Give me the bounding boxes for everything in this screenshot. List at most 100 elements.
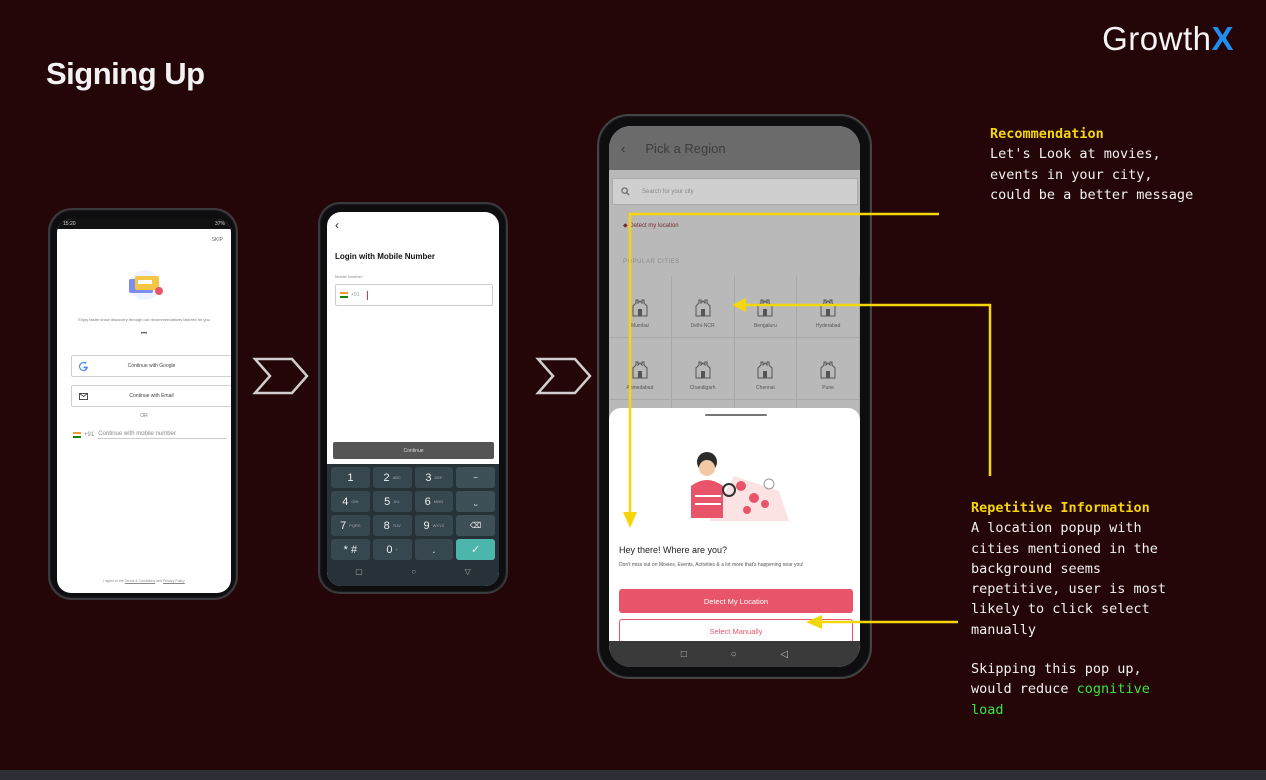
popular-cities-label: POPULAR CITIES [623,259,680,265]
key-main: . [432,543,436,556]
logo-text: Growth [1102,20,1212,57]
repetitive-info-note: Repetitive Information A location popup … [971,498,1166,640]
city-tile[interactable]: Delhi-NCR [671,276,735,338]
repetitive-body: A location popup with cities mentioned i… [971,520,1167,638]
city-name: Pune [822,385,834,391]
terms-text: I agree to the Terms & Conditions and Pr… [57,579,231,583]
tickets-illustration-icon [129,270,163,300]
key-main: 5 [384,495,391,508]
city-search-input[interactable]: Search for your city [612,178,858,205]
detect-my-location-button[interactable]: Detect My Location [619,589,853,613]
continue-email-button[interactable]: Continue with Email [71,385,231,407]
home-icon[interactable]: ○ [730,648,737,660]
keypad-key[interactable]: 0+ [372,539,412,560]
phone-screen: ‹ Login with Mobile Number Mobile Number… [327,212,499,586]
keypad-key[interactable]: ✓ [456,539,495,560]
phone-screen: 15:20 37% SKIP Enjoy faster show discove… [57,219,231,593]
city-landmark-icon [820,299,836,317]
text-cursor [367,290,369,300]
phone-screen: ‹ Pick a Region Search for your city ◆ D… [609,126,860,667]
city-landmark-icon [632,361,648,379]
mobile-number-field[interactable]: +91 Continue with mobile number [73,429,227,441]
mobile-number-input[interactable]: +91 [335,284,493,306]
keypad-key[interactable]: . [414,539,454,560]
continue-google-button[interactable]: Continue with Google [71,355,231,377]
phone-login-mobile: ‹ Login with Mobile Number Mobile Number… [318,202,508,594]
keypad-key[interactable]: − [456,467,495,488]
india-flag-icon [340,292,348,298]
email-button-label: Continue with Email [129,393,174,399]
back-nav-icon[interactable]: ▽ [464,566,471,576]
recents-icon[interactable]: ▢ [355,566,363,576]
key-main: 4 [342,495,349,508]
region-header: ‹ Pick a Region [609,126,860,170]
key-main: 2 [383,471,390,484]
city-name: Delhi-NCR [690,323,715,329]
city-tile[interactable]: Ahmedabad [609,338,672,400]
select-manually-button[interactable]: Select Manually [619,619,853,643]
continue-button[interactable]: Continue [333,442,494,459]
sheet-handle[interactable] [705,414,767,416]
back-arrow-icon[interactable]: ‹ [621,140,626,156]
key-sub: + [395,547,398,552]
keypad-key[interactable]: ⌫ [456,515,495,536]
keypad-key[interactable]: * # [331,539,370,560]
growthx-logo: GrowthX [1102,20,1234,58]
city-name: Bengaluru [753,323,777,329]
home-icon[interactable]: ○ [411,566,417,576]
city-tile[interactable]: Bengaluru [734,276,798,338]
bottom-strip [0,770,1266,780]
key-main: − [473,473,478,482]
terms-link[interactable]: Terms & Conditions [124,579,156,583]
skip-button[interactable]: SKIP [211,237,223,243]
keypad-key[interactable]: 1 [331,467,370,488]
cognitive-load-highlight: cognitive load [971,681,1150,718]
back-icon[interactable]: ‹ [335,218,339,232]
detect-location-link[interactable]: ◆ Detect my location [623,223,679,229]
back-nav-icon[interactable]: ◁ [780,648,789,660]
detect-link-label: Detect my location [629,223,679,229]
city-landmark-icon [757,299,773,317]
recommendation-body: Let's Look at movies, events in your cit… [990,146,1194,203]
region-header-title: Pick a Region [645,140,726,156]
city-landmark-icon [632,299,648,317]
country-code: +91 [84,432,95,438]
logo-accent: X [1211,20,1234,57]
skip-popup-note: Skipping this pop up, would reduce cogni… [971,659,1150,720]
pagination-dots: ••• [140,331,148,337]
city-tile[interactable]: Chennai [734,338,798,400]
sheet-subtitle: Don't miss out on Movies, Events, Activi… [619,562,804,568]
mobile-placeholder: Continue with mobile number [98,431,227,439]
google-icon [72,361,94,371]
android-nav-bar: ▢ ○ ▽ [331,563,495,579]
city-tile[interactable]: Pune [797,338,860,400]
city-tile[interactable]: Hyderabad [797,276,860,338]
india-flag-icon [73,432,81,438]
keypad-key[interactable]: ⎵ [456,491,495,512]
recents-icon[interactable]: □ [680,648,687,660]
status-bar: 15:20 37% [57,219,231,229]
key-main: ✓ [471,544,481,556]
city-name: Chandigarh [689,385,716,391]
key-sub: PQRS [349,523,361,528]
city-tile[interactable]: Mumbai [609,276,672,338]
mobile-number-label: Mobile Number [335,274,363,279]
city-landmark-icon [695,361,711,379]
city-landmark-icon [820,361,836,379]
privacy-link[interactable]: Privacy Policy [162,579,185,583]
key-sub: JKL [393,499,401,504]
city-tile[interactable]: Chandigarh [671,338,735,400]
login-title: Login with Mobile Number [335,252,435,261]
google-button-label: Continue with Google [127,363,176,369]
key-main: 8 [383,519,390,532]
